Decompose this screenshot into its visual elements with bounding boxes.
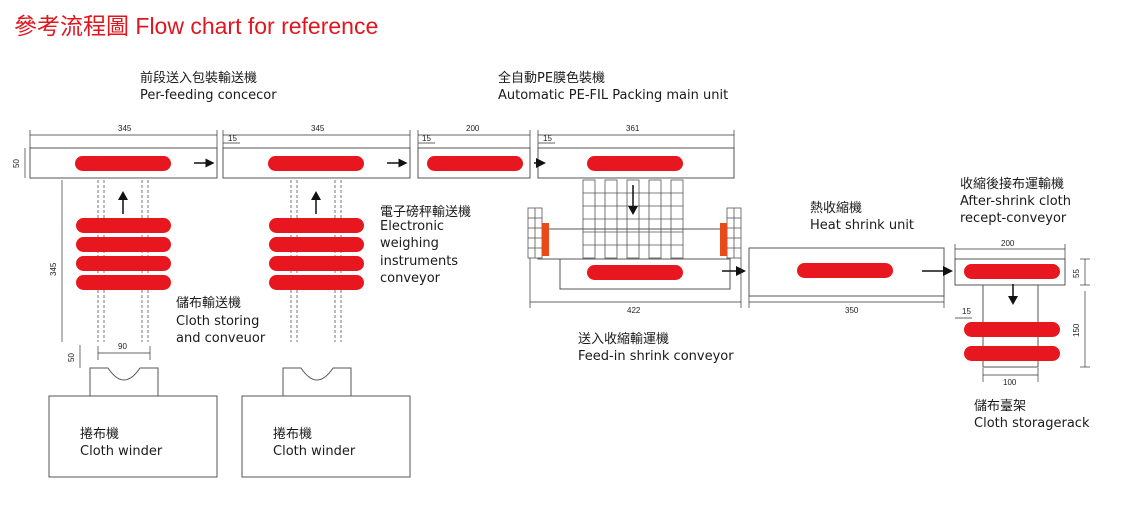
storing-stack-1 [76, 180, 171, 342]
rack-belt-2 [964, 346, 1060, 361]
dim-50-a: 50 [12, 159, 21, 168]
weigh-label-en-3: instruments [380, 254, 458, 269]
dim-15-c: 15 [543, 134, 552, 143]
dim-200-a: 200 [466, 124, 480, 133]
heat-shrink-belt [797, 263, 893, 278]
dim-55: 55 [1072, 269, 1081, 278]
winder-2-label-cn: 捲布機 [273, 427, 312, 442]
shrinkfeed-label-cn: 送入收縮輸運機 [578, 331, 669, 347]
store-label-en-2: and conveuor [176, 331, 266, 346]
dim-350: 350 [845, 306, 859, 315]
heat-label-en: Heat shrink unit [810, 218, 914, 233]
dim-100: 100 [1003, 378, 1017, 387]
dim-15-b: 15 [422, 134, 431, 143]
dim-90: 90 [118, 342, 127, 351]
rack-label-en: Cloth storagerack [974, 416, 1090, 431]
rack-belt-1 [964, 322, 1060, 337]
prefeed-label-cn: 前段送入包裝輸送機 [140, 70, 257, 86]
rack-label-cn: 儲布臺架 [974, 399, 1026, 414]
store-label-cn: 儲布輸送機 [176, 296, 241, 311]
dim-50-b: 50 [67, 353, 76, 362]
flow-arrow-5 [943, 266, 953, 276]
prefeed-belt-3 [427, 156, 523, 171]
packing-belt-top [587, 156, 683, 171]
packing-unit-body [527, 179, 742, 290]
prefeed-label-en: Per-feeding concecor [140, 88, 277, 103]
cloth-winder-2 [241, 367, 411, 478]
flow-arrow-3 [536, 158, 546, 168]
packing-label-en: Automatic PE-FIL Packing main unit [498, 88, 728, 103]
dim-15-d: 15 [962, 307, 971, 316]
weigh-label-en-4: conveyor [380, 271, 441, 286]
winder-2-label-en: Cloth winder [273, 444, 356, 459]
dim-150: 150 [1072, 323, 1081, 337]
page-title: 參考流程圖 Flow chart for reference [14, 13, 378, 39]
prefeed-belt-1 [75, 156, 171, 171]
heat-label-cn: 熱收縮機 [810, 200, 862, 216]
dim-345-a: 345 [118, 124, 132, 133]
flow-arrow-6 [1008, 296, 1018, 305]
dim-345-v: 345 [49, 262, 58, 276]
dim-15-a: 15 [228, 134, 237, 143]
after-shrink-belt [964, 264, 1060, 279]
winder-1-label-cn: 捲布機 [80, 427, 119, 442]
dim-200-b: 200 [1001, 239, 1015, 248]
dim-345-b: 345 [311, 124, 325, 133]
dimension-lines [24, 130, 1090, 382]
weigh-label-cn: 電子磅秤輸送機 [380, 204, 471, 220]
shrinkfeed-label-en: Feed-in shrink conveyor [578, 349, 734, 364]
packing-label-cn: 全自動PE膜色裝機 [498, 70, 605, 86]
store-label-en-1: Cloth storing [176, 314, 259, 329]
storing-stack-2 [269, 180, 364, 342]
after-label-cn: 收縮後接布運輸機 [960, 176, 1064, 192]
after-label-en-1: After-shrink cloth [960, 194, 1071, 209]
dim-422: 422 [627, 306, 641, 315]
winder-1-label-en: Cloth winder [80, 444, 163, 459]
weigh-label-en-1: Electronic [380, 219, 444, 234]
prefeed-belt-2 [268, 156, 364, 171]
after-label-en-2: recept-conveyor [960, 211, 1067, 226]
cloth-winder-1 [48, 367, 218, 478]
dim-361: 361 [626, 124, 640, 133]
weigh-label-en-2: weighing [380, 236, 439, 251]
